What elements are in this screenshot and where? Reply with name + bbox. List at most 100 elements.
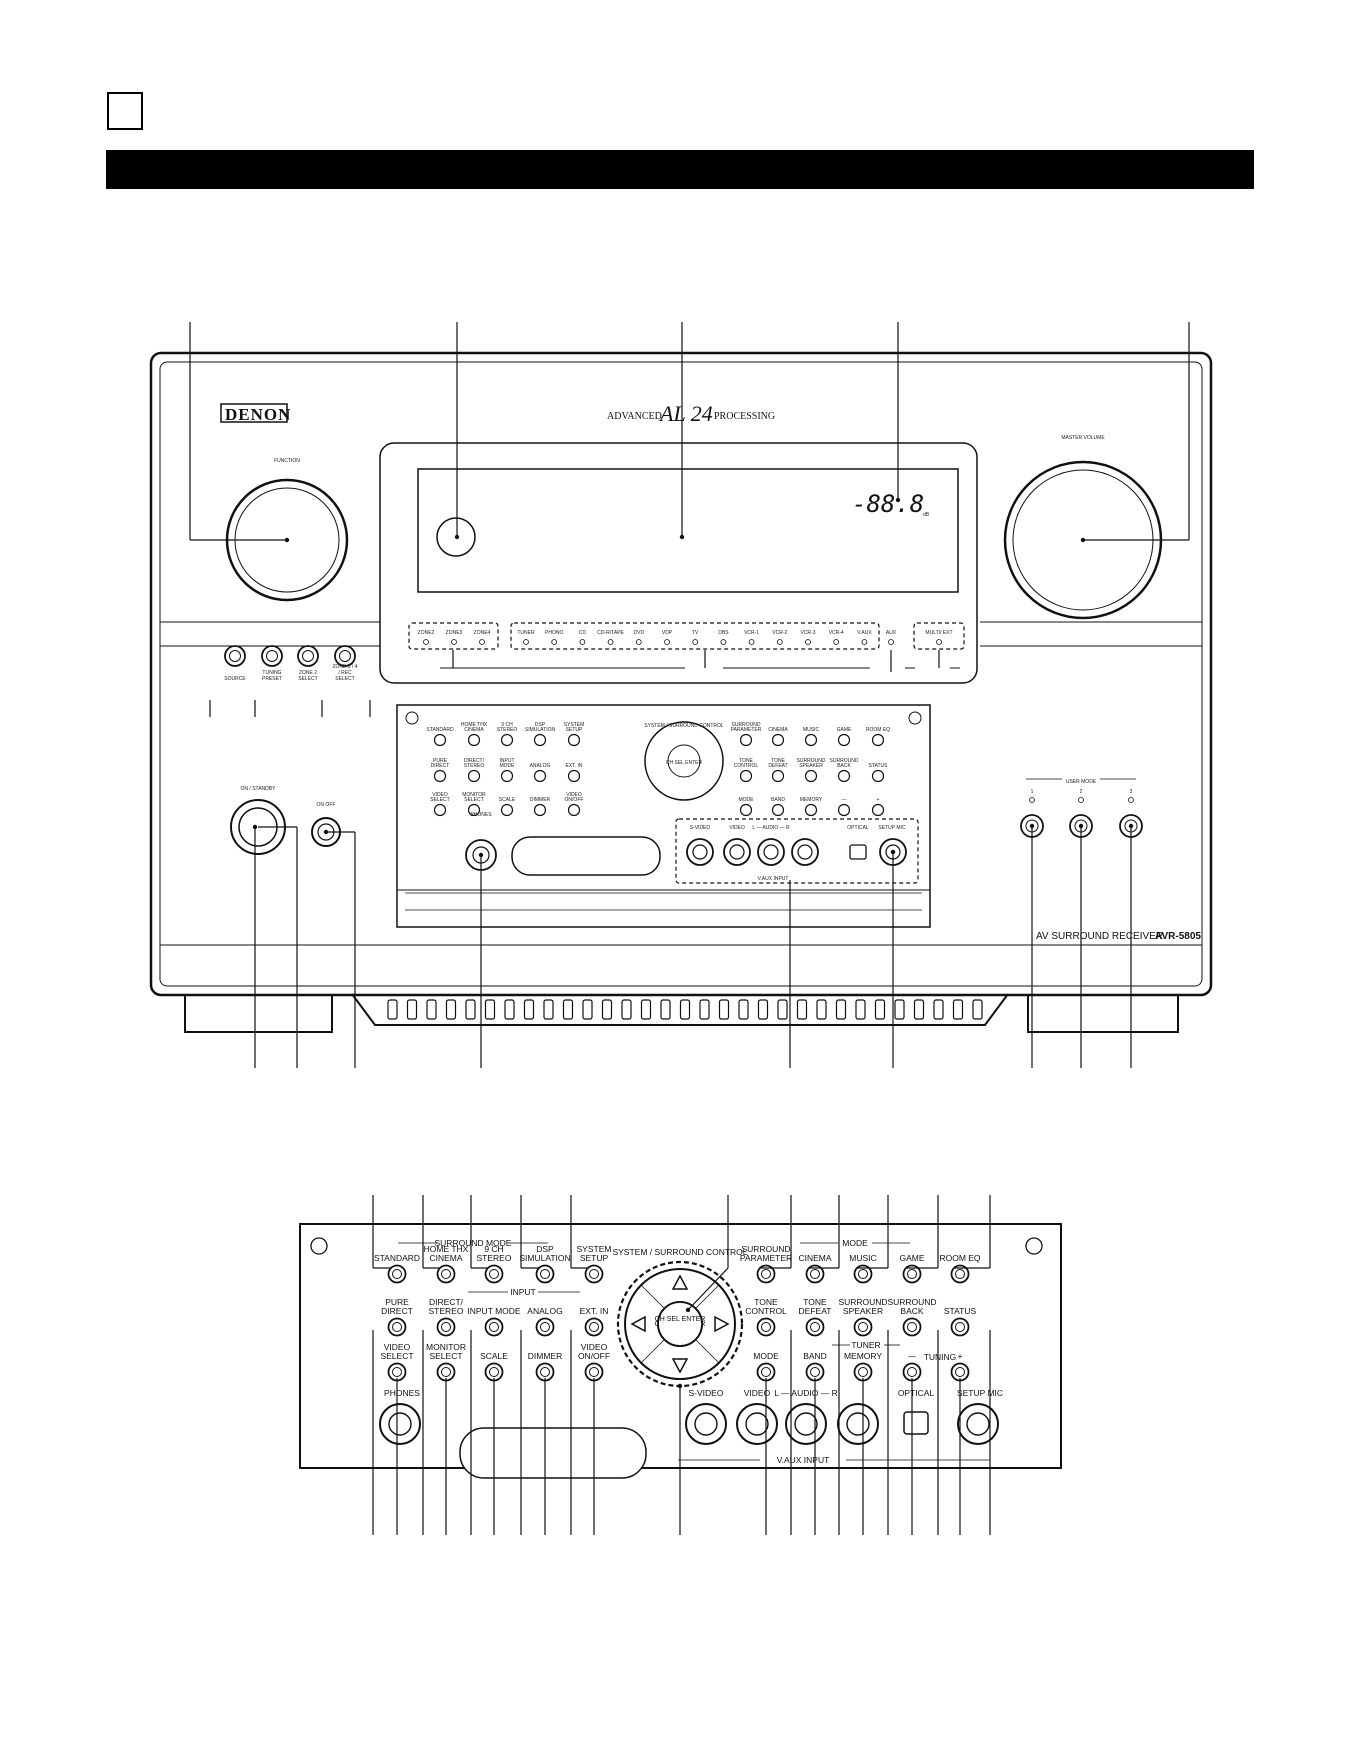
callout-dot — [454, 534, 460, 540]
mini-surround-speaker-button[interactable] — [804, 769, 818, 783]
zone-2-select-button[interactable] — [297, 645, 319, 667]
pure-direct-button[interactable] — [387, 1317, 407, 1337]
vent-slot — [445, 999, 457, 1020]
mini-9-ch-stereo-button[interactable] — [500, 733, 514, 747]
surround-parameter-button[interactable] — [756, 1264, 776, 1284]
tone-defeat-button[interactable] — [805, 1317, 825, 1337]
analog-button[interactable] — [535, 1317, 555, 1337]
mini-av-jack[interactable] — [723, 838, 751, 866]
direct-stereo-button[interactable] — [436, 1317, 456, 1337]
room-eq-button[interactable] — [950, 1264, 970, 1284]
av-jack[interactable] — [837, 1403, 879, 1445]
callout-dot — [895, 497, 901, 503]
mini-home-thx-cinema-button[interactable] — [467, 733, 481, 747]
mini-video-select-button[interactable] — [433, 803, 447, 817]
callout-dot — [890, 849, 896, 855]
mini-system-setup-button[interactable] — [567, 733, 581, 747]
multi-ext-indicator-label: MULTI/ EXT — [925, 630, 952, 636]
mini-band-button[interactable] — [771, 803, 785, 817]
mini-memory-label: MEMORY — [800, 797, 823, 803]
cursor-right-icon[interactable] — [714, 1315, 730, 1333]
user-mode-number: 3 — [1130, 789, 1133, 795]
mini-direct-stereo-button[interactable] — [467, 769, 481, 783]
mini-memory-button[interactable] — [804, 803, 818, 817]
mini-dimmer-button[interactable] — [533, 803, 547, 817]
source-button[interactable] — [224, 645, 246, 667]
mini-tone-defeat-button[interactable] — [771, 769, 785, 783]
mini-ext-in-button[interactable] — [567, 769, 581, 783]
system-setup-button[interactable] — [584, 1264, 604, 1284]
source-indicator-label: VCR-2 — [772, 630, 787, 636]
mini-cursor-pad[interactable] — [644, 721, 724, 801]
mini-surround-parameter-button[interactable] — [739, 733, 753, 747]
left-foot — [184, 994, 333, 1033]
av-jack-inner — [794, 1412, 818, 1436]
tone-control-button[interactable] — [756, 1317, 776, 1337]
vent-slot — [406, 999, 418, 1020]
mini-tone-control-button[interactable] — [739, 769, 753, 783]
av-jack[interactable] — [785, 1403, 827, 1445]
mini-av-jack[interactable] — [791, 838, 819, 866]
dimmer-button[interactable] — [535, 1362, 555, 1382]
scale-button[interactable] — [484, 1362, 504, 1382]
av-jack[interactable] — [379, 1403, 421, 1445]
blank-button[interactable] — [902, 1362, 922, 1382]
mini-analog-button[interactable] — [533, 769, 547, 783]
mini-music-button[interactable] — [804, 733, 818, 747]
av-jack[interactable] — [736, 1403, 778, 1445]
video-on-off-button[interactable] — [584, 1362, 604, 1382]
user-mode-number: 1 — [1031, 789, 1034, 795]
status-button[interactable] — [950, 1317, 970, 1337]
mini-standard-button[interactable] — [433, 733, 447, 747]
cursor-left-icon[interactable] — [630, 1315, 646, 1333]
cinema-button[interactable] — [805, 1264, 825, 1284]
vent-slot — [972, 999, 983, 1020]
mini-mode-button[interactable] — [739, 803, 753, 817]
mini-dsp-simulation-button[interactable] — [533, 733, 547, 747]
mini-av-jack[interactable] — [686, 838, 714, 866]
mini-surround-back-button[interactable] — [837, 769, 851, 783]
av-jack-inner — [966, 1412, 990, 1436]
cursor-up-icon[interactable] — [671, 1274, 689, 1290]
blank-button[interactable] — [950, 1362, 970, 1382]
av-jack[interactable] — [957, 1403, 999, 1445]
mini-room-eq-button[interactable] — [871, 733, 885, 747]
surround-speaker-button[interactable] — [853, 1317, 873, 1337]
memory-button[interactable] — [853, 1362, 873, 1382]
mini-status-button[interactable] — [871, 769, 885, 783]
mini-cinema-button[interactable] — [771, 733, 785, 747]
band-button[interactable] — [805, 1362, 825, 1382]
monitor-select-button[interactable] — [436, 1362, 456, 1382]
mini-av-jack[interactable] — [757, 838, 785, 866]
9-ch-stereo-button[interactable] — [484, 1264, 504, 1284]
source-indicator-label: TUNER — [517, 630, 535, 636]
home-thx-cinema-button[interactable] — [436, 1264, 456, 1284]
input-mode-button[interactable] — [484, 1317, 504, 1337]
ext-in-button[interactable] — [584, 1317, 604, 1337]
mini-blank-button[interactable] — [871, 803, 885, 817]
source-indicator-led — [664, 639, 670, 645]
tuning-preset-button[interactable] — [261, 645, 283, 667]
standard-button[interactable] — [387, 1264, 407, 1284]
dsp-simulation-button[interactable] — [535, 1264, 555, 1284]
mode-button[interactable] — [756, 1362, 776, 1382]
mini-optical-jack[interactable] — [849, 844, 867, 860]
mini-pure-direct-button[interactable] — [433, 769, 447, 783]
mini-video-on-off-button[interactable] — [567, 803, 581, 817]
mini-blank-button[interactable] — [837, 803, 851, 817]
mini-game-button[interactable] — [837, 733, 851, 747]
music-button[interactable] — [853, 1264, 873, 1284]
video-select-button[interactable] — [387, 1362, 407, 1382]
mini-input-mode-button[interactable] — [500, 769, 514, 783]
game-button[interactable] — [902, 1264, 922, 1284]
optical-jack[interactable] — [903, 1411, 929, 1435]
cursor-down-icon[interactable] — [671, 1358, 689, 1374]
av-jack[interactable] — [685, 1403, 727, 1445]
surround-back-button[interactable] — [902, 1317, 922, 1337]
zone-3-4-rec-select-button[interactable] — [334, 645, 356, 667]
mini-monitor-select-button[interactable] — [467, 803, 481, 817]
mini-scale-button[interactable] — [500, 803, 514, 817]
